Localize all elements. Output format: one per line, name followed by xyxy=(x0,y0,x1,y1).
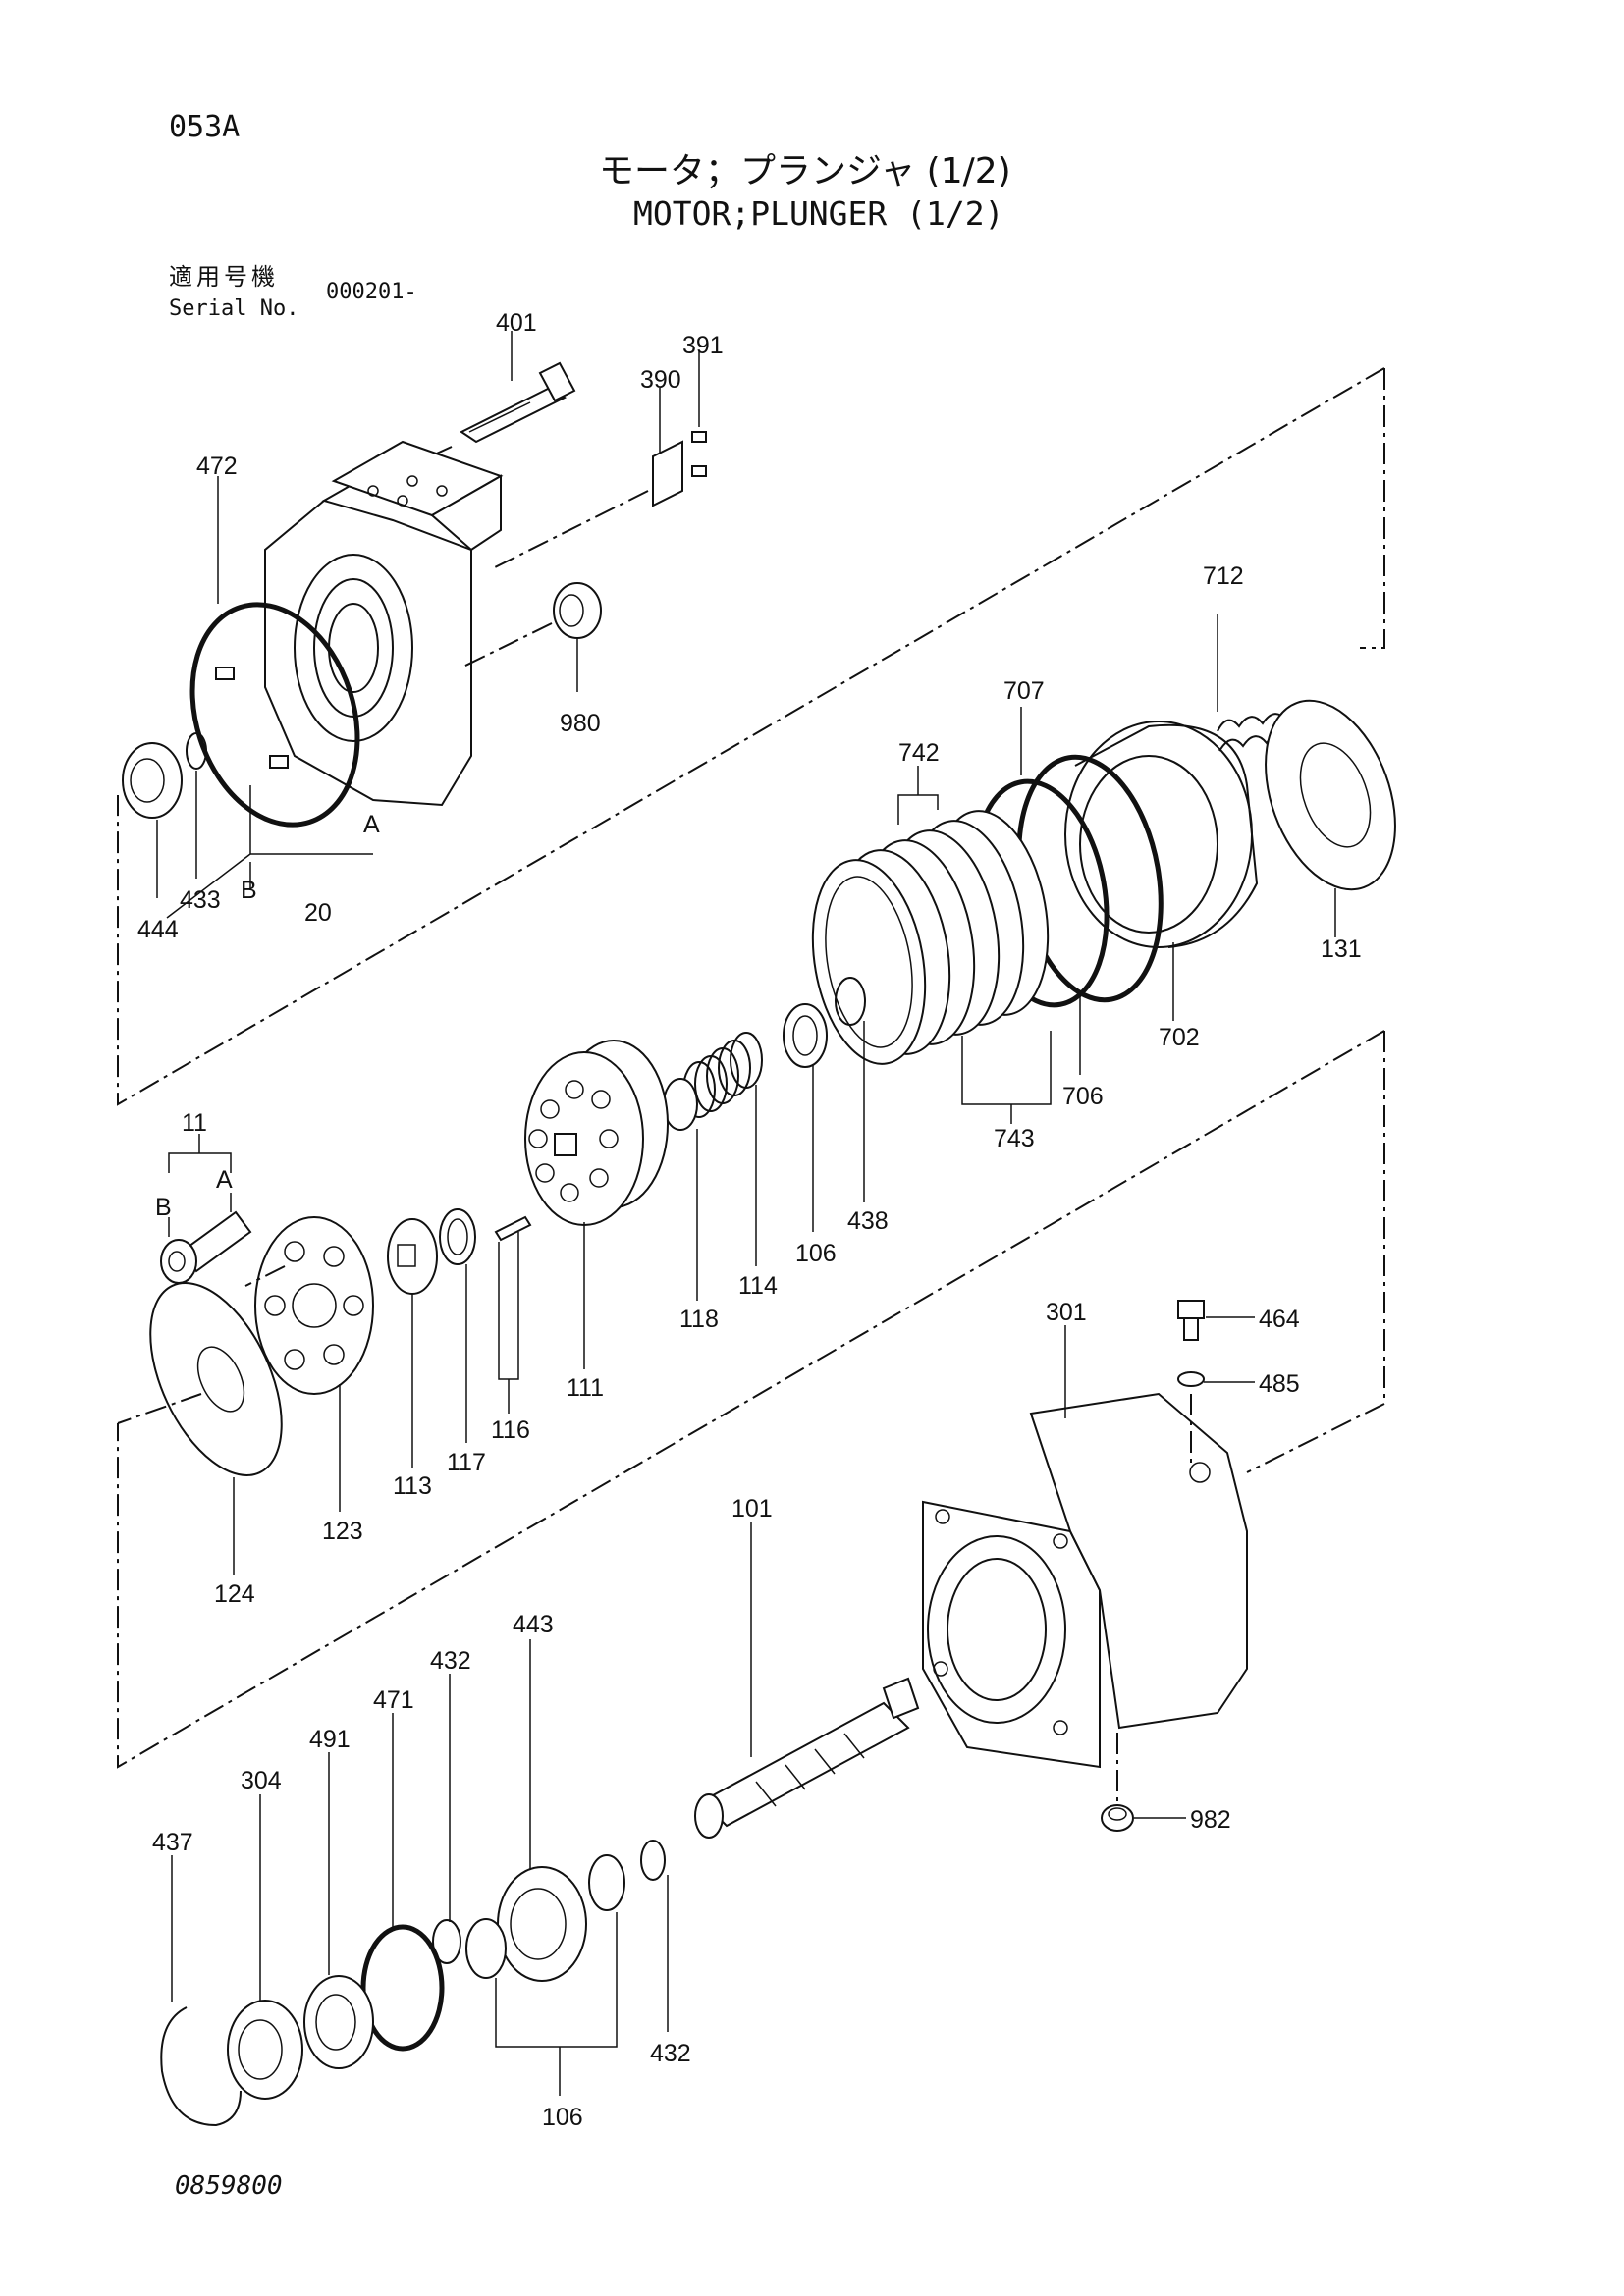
axis-124 xyxy=(117,1393,202,1424)
callout-742: 742 xyxy=(898,739,940,767)
page-title-japanese: モータ；プランジャ (1/2) xyxy=(599,151,1011,191)
callout-A-lower: A xyxy=(216,1166,233,1194)
part-114-spring xyxy=(682,1032,763,1118)
axis-980 xyxy=(460,622,553,668)
part-432-snap-ring-left xyxy=(432,1919,461,1964)
callout-432-upper: 432 xyxy=(430,1647,471,1675)
part-113-spherical-bushing xyxy=(387,1218,438,1295)
callout-117: 117 xyxy=(447,1449,486,1476)
part-464-plug xyxy=(1177,1300,1205,1341)
callout-707: 707 xyxy=(1003,677,1045,705)
section-boundary-upper xyxy=(117,367,1385,1106)
part-301-casing xyxy=(922,1392,1248,1769)
callout-116: 116 xyxy=(491,1416,530,1444)
callout-20: 20 xyxy=(304,899,332,927)
callout-123: 123 xyxy=(322,1518,363,1545)
part-20-pins xyxy=(215,667,289,769)
part-982-plug xyxy=(1101,1804,1134,1832)
callout-B-upper: B xyxy=(241,877,257,904)
part-116-pin xyxy=(494,1215,532,1242)
serial-number-range: 000201- xyxy=(326,280,417,304)
part-106-spacer xyxy=(783,1003,828,1068)
callout-443: 443 xyxy=(513,1611,554,1638)
callout-491: 491 xyxy=(309,1726,351,1753)
part-20-head-cover xyxy=(264,440,504,807)
part-390-plate xyxy=(652,440,683,507)
part-438-snap-ring xyxy=(835,977,866,1026)
callout-301: 301 xyxy=(1046,1299,1087,1326)
part-118-ring xyxy=(663,1078,698,1131)
part-123-retainer-plate xyxy=(254,1216,374,1395)
leader-743-bracket xyxy=(961,1031,1052,1105)
callout-A-upper: A xyxy=(363,811,380,838)
axis-123 xyxy=(244,1265,286,1287)
part-444-bearing xyxy=(122,742,183,819)
callout-702: 702 xyxy=(1159,1024,1200,1051)
callout-114: 114 xyxy=(738,1272,778,1300)
part-437-snap-ring xyxy=(160,2006,242,2127)
part-472-o-ring xyxy=(189,602,360,828)
callout-118: 118 xyxy=(679,1306,719,1333)
callout-111: 111 xyxy=(567,1374,604,1402)
drawing-number: 0859800 xyxy=(175,2171,283,2201)
callout-B-lower: B xyxy=(155,1194,172,1221)
part-702-brake-casing xyxy=(1064,721,1259,948)
callout-743: 743 xyxy=(994,1125,1035,1152)
part-401-bolt xyxy=(460,361,576,444)
part-111-cylinder-block xyxy=(524,1040,669,1226)
callout-712: 712 xyxy=(1203,562,1244,590)
page-title-english: MOTOR;PLUNGER (1/2) xyxy=(633,194,1004,233)
part-433-snap-ring xyxy=(186,732,207,770)
leader-116-bracket xyxy=(498,1232,519,1380)
callout-464: 464 xyxy=(1259,1306,1300,1333)
callout-11: 11 xyxy=(182,1109,207,1137)
part-106-spacer-inner xyxy=(465,1918,507,1979)
serial-label-english: Serial No. xyxy=(169,296,299,321)
section-boundary-lower xyxy=(117,1030,1385,1769)
callout-304: 304 xyxy=(241,1767,282,1794)
callout-471: 471 xyxy=(373,1686,414,1714)
serial-label-japanese: 適用号機 xyxy=(169,263,279,291)
part-106-spacer-lower xyxy=(588,1854,625,1911)
callout-390: 390 xyxy=(640,366,681,394)
part-117-ring xyxy=(439,1208,476,1265)
callout-485: 485 xyxy=(1259,1370,1300,1398)
callout-131: 131 xyxy=(1321,935,1362,963)
callout-980: 980 xyxy=(560,710,601,737)
part-304-cover xyxy=(227,2000,303,2100)
callout-124: 124 xyxy=(214,1580,255,1608)
callout-101: 101 xyxy=(731,1495,773,1522)
callout-438: 438 xyxy=(847,1207,889,1235)
callout-444: 444 xyxy=(137,916,179,943)
page-code: 053A xyxy=(169,110,241,144)
callout-106-lower: 106 xyxy=(542,2104,583,2131)
callout-391: 391 xyxy=(682,332,724,359)
callout-401: 401 xyxy=(496,309,537,337)
part-391-screws xyxy=(691,431,707,477)
callout-106-upper: 106 xyxy=(795,1240,837,1267)
part-432-snap-ring-right xyxy=(640,1840,666,1881)
callout-432-lower: 432 xyxy=(650,2040,691,2067)
part-101-drive-shaft xyxy=(694,1677,920,1839)
leader-106-bracket xyxy=(495,1912,618,2048)
callout-433: 433 xyxy=(180,886,221,914)
callout-982: 982 xyxy=(1190,1806,1231,1834)
part-471-o-ring xyxy=(360,1924,445,2052)
callout-706: 706 xyxy=(1062,1083,1104,1110)
part-980-plug xyxy=(553,582,602,639)
part-742-743-friction-plates xyxy=(811,810,1050,1065)
part-124-thrust-plate xyxy=(149,1282,283,1476)
axis-390 xyxy=(490,490,649,570)
part-443-roller-bearing xyxy=(497,1866,587,1982)
leader-742-bracket xyxy=(897,794,939,825)
callout-472: 472 xyxy=(196,453,238,480)
part-485-o-ring xyxy=(1177,1371,1205,1387)
part-11-piston-assembly xyxy=(160,1210,252,1284)
callout-113: 113 xyxy=(393,1472,432,1500)
part-491-oil-seal xyxy=(303,1975,374,2069)
part-131-valve-plate xyxy=(1265,699,1396,891)
callout-437: 437 xyxy=(152,1829,193,1856)
